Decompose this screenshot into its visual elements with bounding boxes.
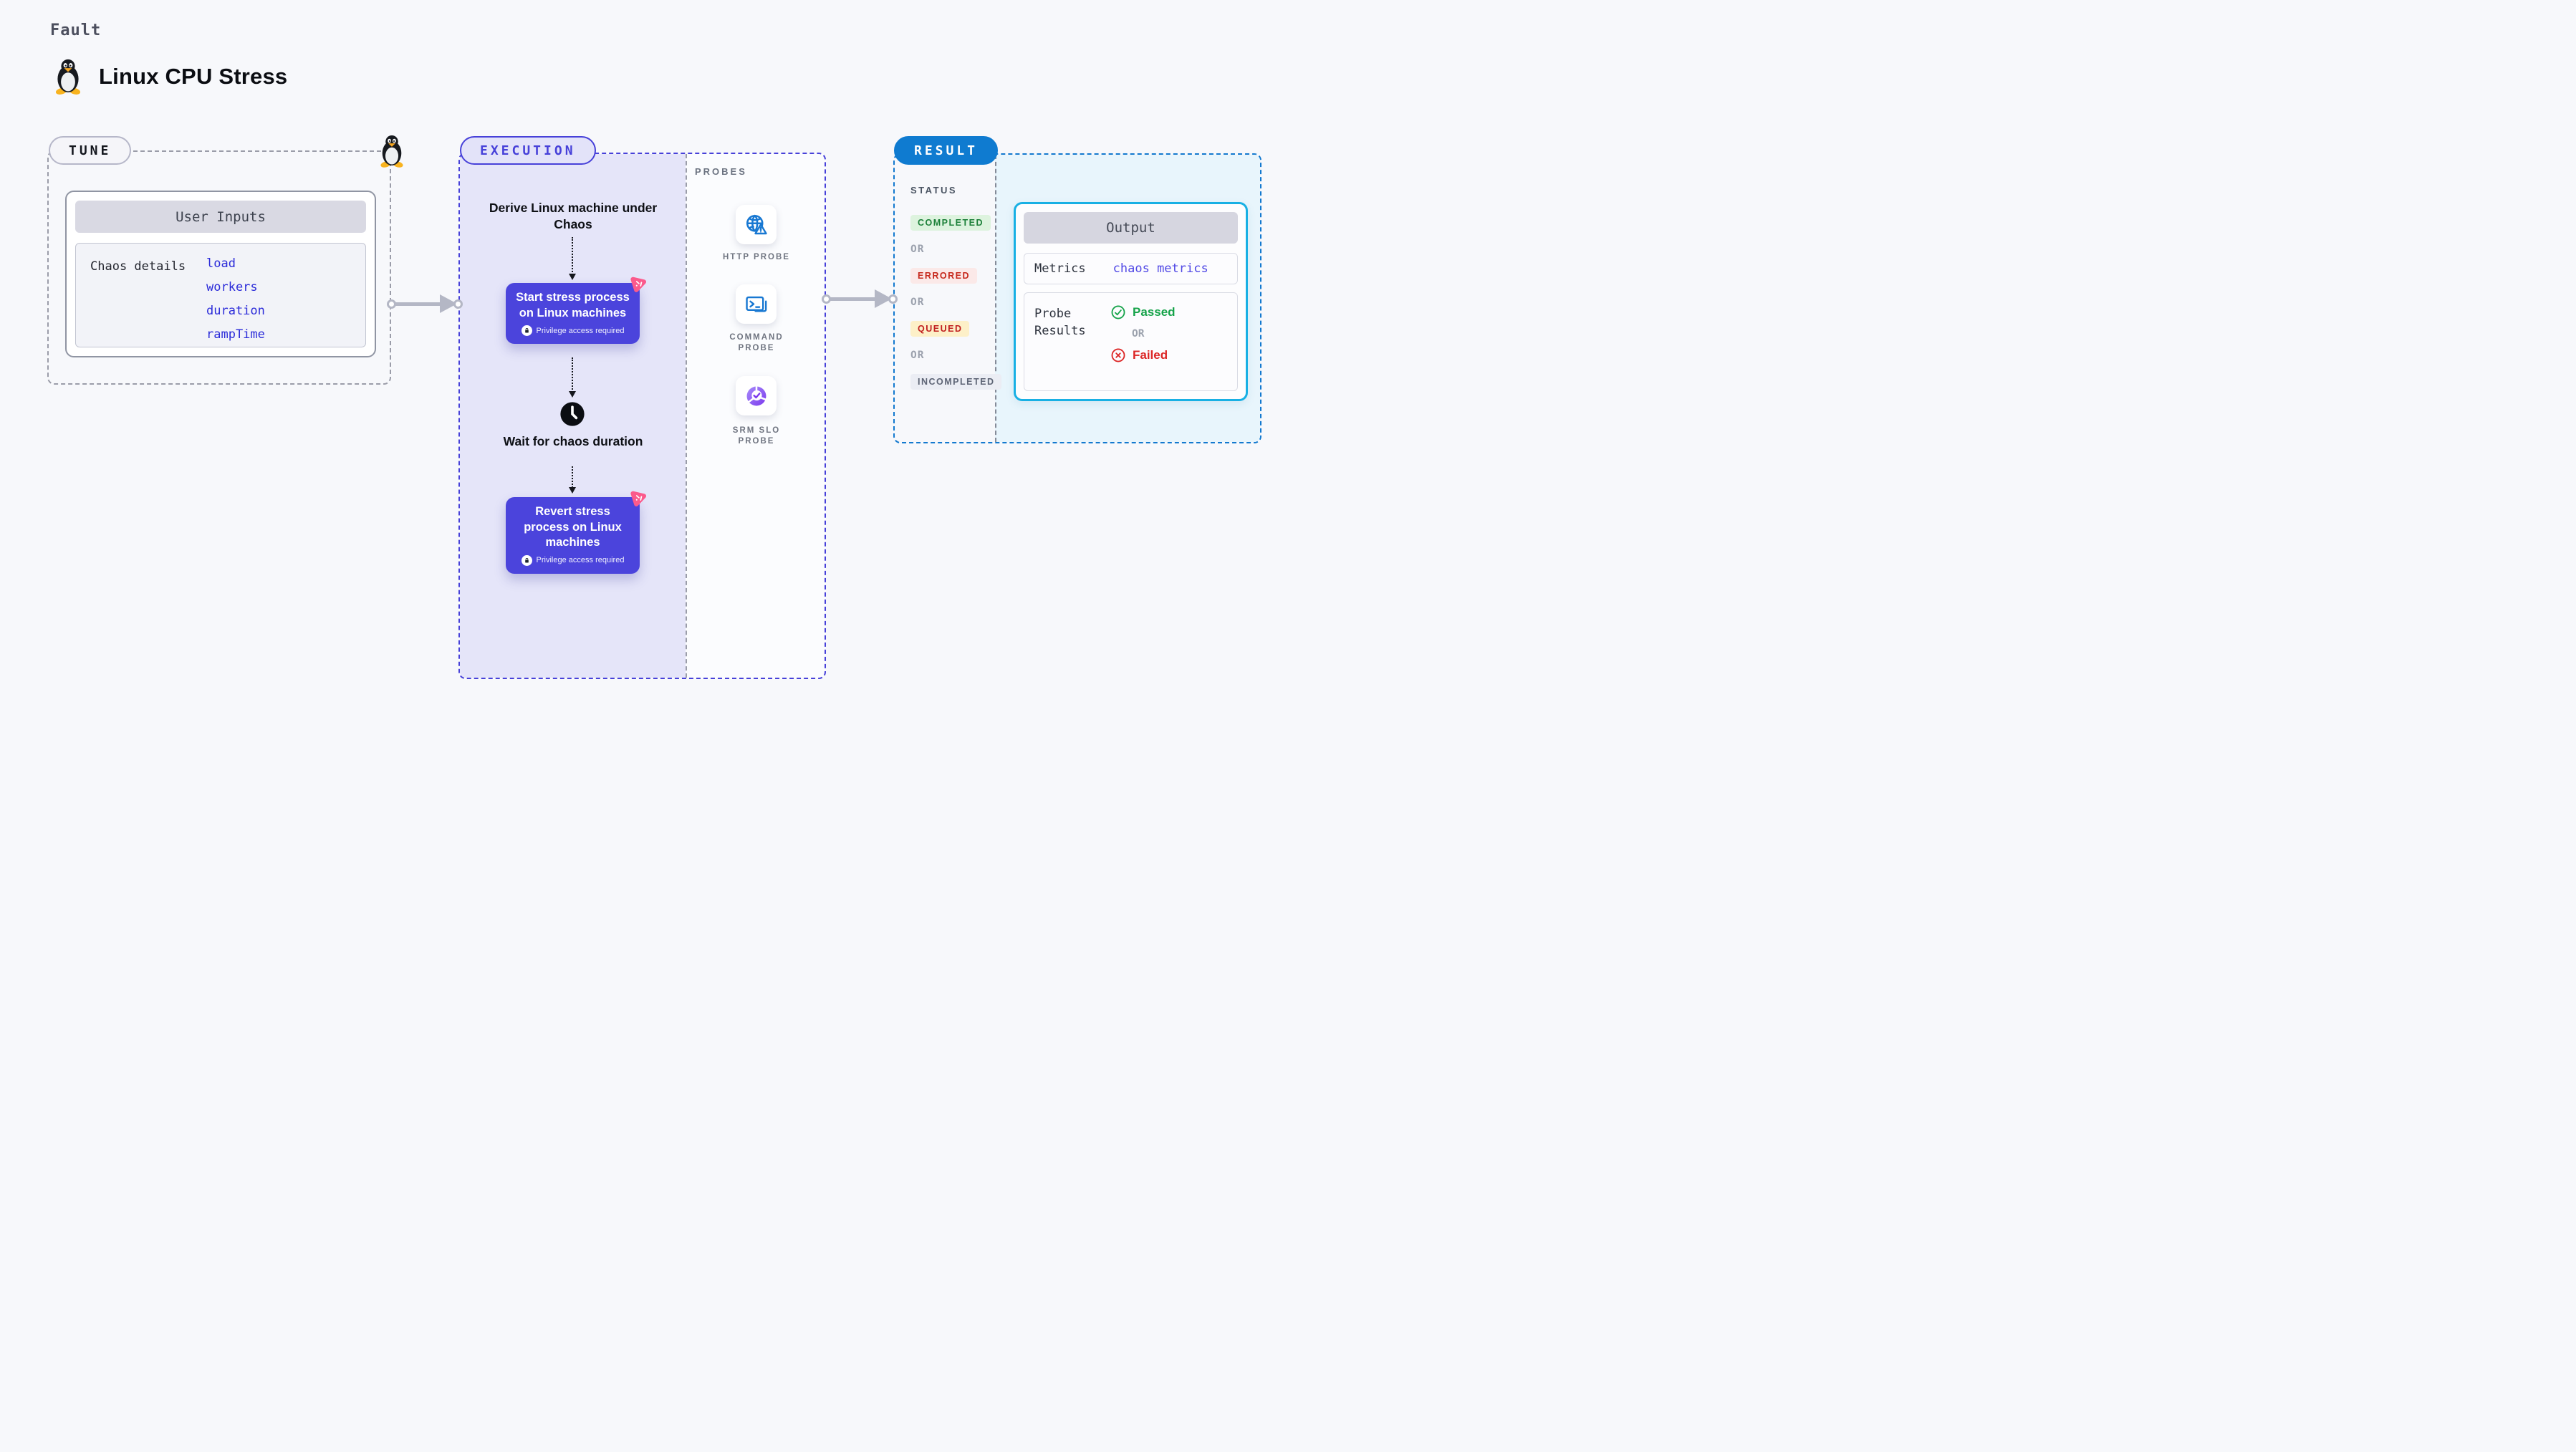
wait-step-label: Wait for chaos duration bbox=[503, 434, 643, 448]
status-heading: STATUS bbox=[910, 185, 958, 196]
http-probe-card bbox=[736, 205, 777, 244]
lock-icon bbox=[521, 325, 532, 336]
flow-dotted-arrow bbox=[568, 357, 576, 398]
probe-results-label: Probe Results bbox=[1034, 307, 1086, 338]
user-inputs-body: Chaos details load workers duration ramp… bbox=[75, 243, 366, 347]
flow-dotted-arrow bbox=[568, 466, 576, 494]
output-header: Output bbox=[1024, 212, 1238, 244]
status-badge-errored: ERRORED bbox=[910, 268, 978, 284]
privilege-note-text: Privilege access required bbox=[536, 326, 625, 335]
clock-icon bbox=[559, 400, 586, 428]
srm-slo-probe-card bbox=[736, 376, 777, 415]
srm-slo-probe-label: SRM SLO PROBE bbox=[732, 426, 781, 446]
user-inputs-card: User Inputs Chaos details load workers d… bbox=[65, 191, 376, 357]
fault-kind-label: Fault bbox=[50, 21, 102, 39]
lock-icon bbox=[521, 554, 532, 566]
status-badge-queued: QUEUED bbox=[910, 321, 970, 337]
connector-dot bbox=[888, 294, 898, 304]
globe-alert-icon bbox=[744, 213, 769, 237]
revert-stress-title: Revert stress process on Linux machines bbox=[524, 505, 622, 549]
input-load: load bbox=[206, 256, 236, 271]
start-stress-node: Start stress process on Linux machines P… bbox=[506, 277, 647, 344]
check-circle-icon bbox=[1110, 304, 1126, 320]
terminal-icon bbox=[744, 293, 769, 316]
failed-label: Failed bbox=[1133, 348, 1168, 362]
failed-outcome: Failed bbox=[1110, 347, 1176, 363]
probe-outcomes: Passed OR Failed bbox=[1110, 303, 1176, 380]
litmus-chaos-icon bbox=[628, 274, 648, 294]
user-inputs-header: User Inputs bbox=[75, 201, 366, 233]
metrics-value: chaos metrics bbox=[1112, 261, 1208, 276]
passed-outcome: Passed bbox=[1110, 304, 1176, 320]
status-badge-completed: COMPLETED bbox=[910, 215, 991, 231]
result-divider bbox=[995, 155, 996, 442]
execution-to-result-arrow bbox=[822, 289, 898, 308]
outcome-or-separator: OR bbox=[1132, 328, 1145, 340]
result-section-box: STATUS COMPLETED OR ERRORED OR QUEUED OR… bbox=[893, 153, 1261, 443]
input-duration: duration bbox=[206, 304, 265, 318]
connector-dot bbox=[453, 299, 463, 309]
status-or-separator: OR bbox=[910, 350, 925, 361]
execution-section-badge: EXECUTION bbox=[460, 136, 596, 165]
tune-section-box bbox=[47, 150, 391, 385]
status-badge-incompleted: INCOMPLETED bbox=[910, 374, 1002, 390]
litmus-chaos-icon bbox=[628, 489, 648, 508]
input-workers: workers bbox=[206, 280, 258, 294]
output-card: Output Metrics chaos metrics Probe Resul… bbox=[1014, 202, 1248, 401]
execution-section-box: Derive Linux machine under Chaos Start s… bbox=[458, 153, 826, 679]
page-title: Linux CPU Stress bbox=[99, 64, 288, 89]
fault-diagram: Fault Linux CPU Stress TUNE bbox=[0, 0, 1288, 726]
privilege-note-text: Privilege access required bbox=[536, 556, 625, 564]
probe-results-row: Probe Results Passed OR bbox=[1024, 292, 1238, 391]
flow-dotted-arrow bbox=[568, 237, 576, 280]
slo-donut-icon bbox=[744, 384, 769, 408]
chaos-details-values: load workers duration rampTime bbox=[206, 252, 265, 347]
tune-section-badge: TUNE bbox=[49, 136, 132, 165]
input-ramptime: rampTime bbox=[206, 327, 265, 342]
privilege-note: Privilege access required bbox=[511, 554, 634, 566]
connector-dot bbox=[822, 294, 831, 304]
http-probe-label: HTTP PROBE bbox=[723, 253, 790, 261]
x-circle-icon bbox=[1110, 347, 1126, 363]
page-title-row: Linux CPU Stress bbox=[53, 59, 287, 95]
connector-line bbox=[395, 302, 441, 306]
start-stress-title: Start stress process on Linux machines bbox=[516, 291, 630, 319]
passed-label: Passed bbox=[1133, 305, 1176, 319]
metrics-row: Metrics chaos metrics bbox=[1024, 253, 1238, 284]
tune-to-execution-arrow bbox=[387, 294, 463, 313]
status-or-separator: OR bbox=[910, 244, 925, 255]
probes-heading: PROBES bbox=[695, 166, 747, 177]
metrics-label: Metrics bbox=[1034, 261, 1086, 276]
privilege-note: Privilege access required bbox=[511, 325, 634, 336]
status-or-separator: OR bbox=[910, 297, 925, 308]
revert-stress-node: Revert stress process on Linux machines … bbox=[506, 491, 647, 574]
command-probe-label: COMMAND PROBE bbox=[729, 333, 784, 352]
connector-dot bbox=[387, 299, 396, 309]
command-probe-card bbox=[736, 284, 777, 324]
derive-step-label: Derive Linux machine under Chaos bbox=[489, 201, 658, 231]
connector-line bbox=[830, 297, 876, 301]
result-section-badge: RESULT bbox=[894, 136, 999, 165]
probes-divider bbox=[686, 154, 687, 678]
linux-tux-corner-icon bbox=[378, 135, 405, 168]
linux-tux-icon bbox=[53, 59, 83, 95]
chaos-details-label: Chaos details bbox=[90, 259, 186, 274]
